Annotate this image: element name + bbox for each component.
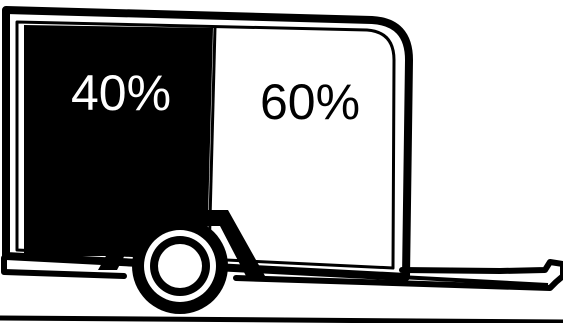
left-percentage-label: 40%: [71, 65, 171, 121]
trailer-wheel: [132, 218, 228, 314]
ground-line: [0, 318, 563, 322]
right-percentage-label: 60%: [260, 74, 360, 130]
